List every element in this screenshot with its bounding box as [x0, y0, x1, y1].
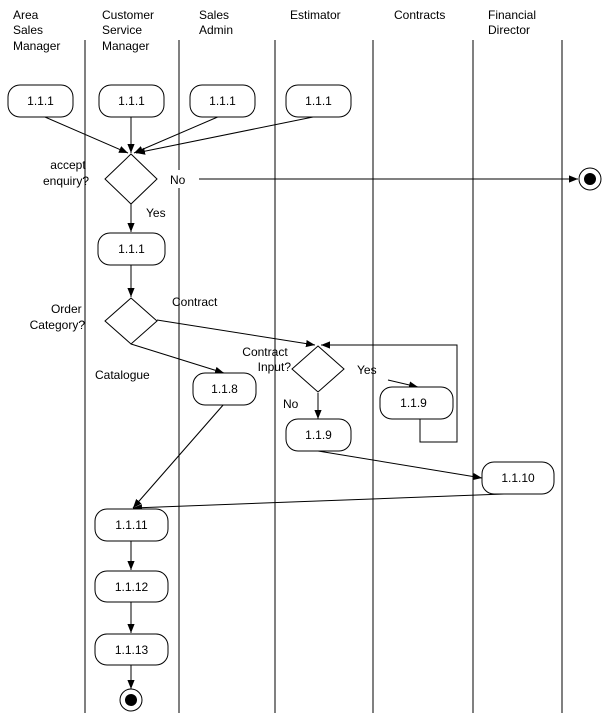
activity-node: 1.1.1 [7, 84, 74, 118]
edge-a3-to-accept-enquiry [133, 115, 221, 154]
edge-contract-to-contract-input [156, 319, 316, 348]
lane-header-estimator: Estimator [290, 8, 341, 22]
activity-shape [189, 84, 256, 118]
activity-label: 1.1.12 [115, 580, 149, 594]
final-state-bottom [119, 688, 143, 712]
edge-label-no: No [283, 397, 299, 411]
lane-header-area-sales-manager: Area Sales Manager [13, 8, 60, 53]
edges [37, 113, 578, 689]
edge-label-yes: Yes [357, 363, 377, 377]
edge-catalogue-to-a6 [130, 343, 225, 374]
decision-contract-input: Contract Input? [242, 345, 345, 393]
edge-a7-to-a9 [317, 450, 483, 481]
edge-label-no: No [170, 173, 186, 187]
activity-label: 1.1.1 [27, 94, 54, 108]
activity-shape [98, 84, 165, 118]
activity-label: 1.1.8 [211, 382, 238, 396]
lane-header-sales-admin: Sales Admin [199, 8, 233, 37]
activity-shape [379, 386, 454, 420]
activity-node: 1.1.12 [94, 570, 169, 603]
activity-shape [94, 633, 169, 666]
activity-node: 1.1.11 [94, 508, 169, 542]
lane-header-contracts: Contracts [394, 8, 445, 22]
lane-header-customer-service-manager: Customer Service Manager [102, 8, 157, 53]
activity-label: 1.1.1 [118, 94, 145, 108]
activity-node: 1.1.9 [379, 386, 454, 420]
activity-node: 1.1.1 [189, 84, 256, 118]
edge-a4-to-accept-enquiry [135, 115, 319, 155]
decision-label: accept enquiry? [43, 158, 89, 188]
edge-labels: No Yes Contract Catalogue Yes No [95, 170, 377, 411]
lane-separators [84, 40, 563, 713]
edge-label-yes: Yes [146, 206, 166, 220]
activity-label: 1.1.11 [115, 518, 148, 532]
activity-label: 1.1.1 [305, 94, 332, 108]
final-state-dot [584, 173, 596, 185]
final-state-dot [125, 694, 137, 706]
edge-a1-to-accept-enquiry [37, 113, 129, 154]
edge-label-contract: Contract [172, 295, 218, 309]
activity-shape [481, 461, 555, 495]
activity-label: 1.1.10 [501, 471, 535, 485]
activity-label: 1.1.1 [118, 242, 145, 256]
activity-node: 1.1.1 [98, 84, 165, 118]
activity-node: 1.1.1 [97, 232, 166, 266]
lane-header-financial-director: Financial Director [488, 8, 539, 37]
decision-order-category: Order Category? [30, 297, 158, 345]
activity-shape [94, 570, 169, 603]
activity-node: 1.1.1 [285, 84, 352, 118]
activity-shape [285, 84, 352, 118]
decision-label: Contract Input? [242, 345, 291, 374]
activity-node: 1.1.9 [285, 418, 352, 452]
activity-label: 1.1.9 [400, 396, 427, 410]
activity-label: 1.1.9 [305, 428, 332, 442]
decision-diamond [104, 297, 158, 345]
decision-diamond [104, 153, 158, 205]
edge-label-catalogue: Catalogue [95, 368, 150, 382]
decision-accept-enquiry: accept enquiry? [43, 153, 158, 205]
activity-label: 1.1.1 [209, 94, 236, 108]
activity-node: 1.1.10 [481, 461, 555, 495]
activity-shape [192, 372, 257, 406]
decision-label: Order Category? [30, 302, 86, 332]
edge-a9-to-a10 [132, 493, 505, 512]
activity-label: 1.1.13 [115, 643, 149, 657]
activity-shape [97, 232, 166, 266]
final-state-top [578, 167, 602, 191]
edge-a6-to-a10 [132, 403, 225, 509]
activity-node: 1.1.13 [94, 633, 169, 666]
edge-a8-loop-to-contract-input [321, 341, 458, 443]
lane-headers: Area Sales Manager Customer Service Mana… [13, 8, 539, 53]
activity-shape [7, 84, 74, 118]
edge-yes-to-a8 [387, 379, 419, 389]
activity-shape [285, 418, 352, 452]
label-knockout [166, 170, 193, 188]
activity-shape [94, 508, 169, 542]
activity-node: 1.1.8 [192, 372, 257, 406]
decision-diamond [291, 345, 345, 393]
